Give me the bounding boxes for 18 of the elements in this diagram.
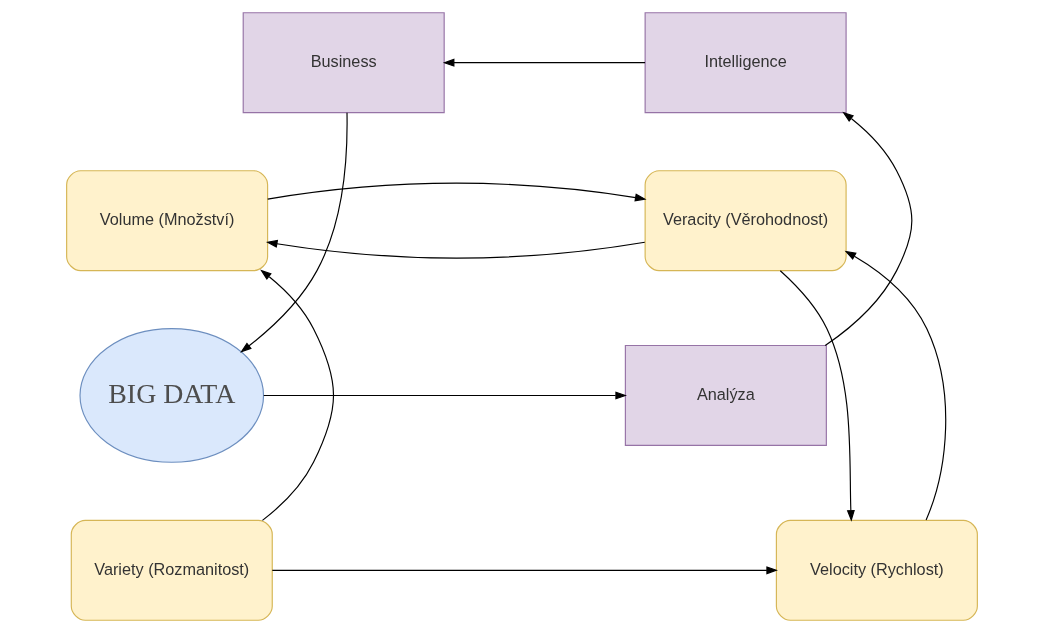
arrow [779, 270, 855, 522]
node-ellipse: BIG DATA [78, 328, 264, 463]
node-box: Velocity (Rychlost) [775, 519, 978, 621]
arrow [259, 269, 334, 521]
arrow [265, 239, 645, 259]
arrow [271, 566, 778, 575]
arrow [844, 250, 946, 521]
arrow [442, 58, 646, 67]
node-box: Business [242, 12, 445, 114]
arrow [266, 182, 647, 202]
arrow [262, 391, 627, 400]
node-box: Variety (Rozmanitost) [70, 519, 273, 621]
node-box: Veracity (Věrohodnost) [644, 170, 847, 272]
arrow [824, 111, 912, 347]
node-box: Analýza [624, 344, 827, 446]
arrow [239, 112, 348, 353]
node-box: Volume (Množství) [65, 170, 268, 272]
node-box: Intelligence [644, 12, 847, 114]
